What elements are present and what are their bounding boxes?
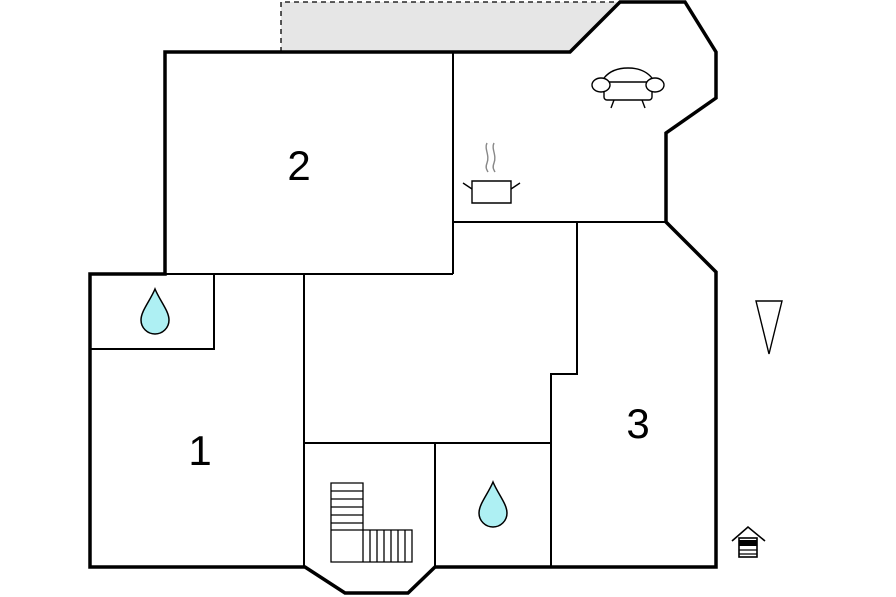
room-label-2: 2 — [287, 142, 310, 189]
kitchen-pot-icon — [462, 142, 521, 204]
interior-walls — [90, 52, 666, 567]
water-drop-icon — [478, 480, 508, 528]
room-label-1: 1 — [188, 427, 211, 474]
entrance-house-icon — [731, 525, 766, 558]
terrace-dashed-outline — [280, 1, 620, 52]
water-drop-icon — [140, 287, 170, 335]
room-label-3: 3 — [626, 400, 649, 447]
sofa-icon — [591, 67, 665, 109]
outer-walls — [88, 0, 718, 595]
terrace-area — [281, 2, 620, 52]
staircase-icon — [330, 482, 413, 563]
north-arrow-icon — [755, 300, 783, 355]
